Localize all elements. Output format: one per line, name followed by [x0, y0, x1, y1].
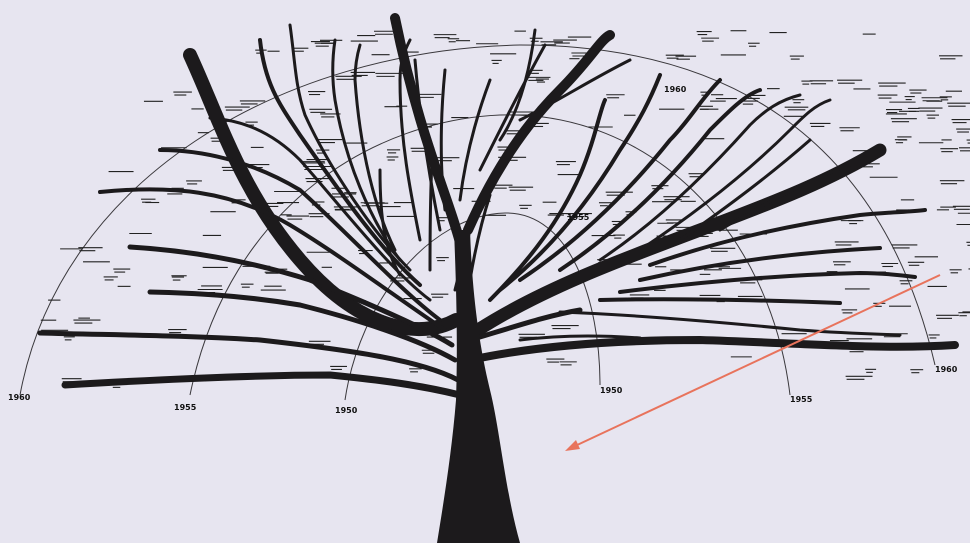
tree-branch-13	[258, 38, 422, 287]
tree-branch-27	[558, 88, 762, 272]
tree-branch-9	[127, 244, 455, 348]
tree-branch-4	[471, 143, 887, 337]
year-label-1955-top: 1955	[567, 213, 590, 222]
tree-branch-38	[518, 334, 642, 342]
ring-arc-1955	[189, 114, 791, 396]
annotation-arrow	[565, 274, 941, 451]
year-label-1955-left: 1955	[174, 403, 197, 412]
tree-branch-3	[463, 30, 615, 235]
tree-branch-31	[718, 163, 852, 232]
tree-branch-18	[413, 58, 442, 232]
tree-branch-34	[618, 270, 917, 294]
tree-branch-17	[398, 38, 422, 242]
tree-branches	[37, 13, 959, 399]
tree-trunk	[437, 230, 520, 543]
year-labels: 1960 1955 1950 1950 1955 1960 1955 1960	[8, 85, 958, 415]
tree-branch-40	[428, 158, 434, 272]
tree-branch-26	[518, 78, 722, 282]
tree-branch-39	[378, 168, 402, 277]
tree-branch-8	[147, 289, 458, 363]
year-label-1955-right: 1955	[790, 395, 813, 404]
tree-branch-14	[288, 23, 412, 272]
tree-branch-10	[98, 187, 447, 332]
tree-branch-37	[467, 307, 583, 343]
tree-branch-33	[638, 246, 882, 282]
tree-branch-1	[183, 48, 463, 337]
tree-branch-21	[478, 43, 547, 172]
tree-branch-30	[678, 138, 812, 242]
tree-branch-32	[648, 208, 927, 267]
year-label-1960-right: 1960	[935, 365, 958, 374]
year-label-1960-top: 1960	[664, 85, 687, 94]
tree-branch-19	[439, 68, 447, 212]
tree-branch-36	[558, 310, 902, 337]
tree-branch-5	[466, 335, 959, 364]
tree-branch-11	[158, 148, 442, 322]
tree-branch-23	[518, 58, 632, 122]
year-label-1960-left: 1960	[8, 393, 31, 402]
tree-branch-20	[458, 78, 492, 202]
tree-branch-6	[61, 371, 464, 399]
tree-branch-28	[598, 93, 802, 262]
tree-branch-22	[498, 28, 537, 142]
tree-branch-29	[638, 98, 832, 252]
tree-branch-35	[598, 297, 842, 305]
tree-branch-25	[498, 73, 662, 292]
ring-arc-1960	[19, 44, 936, 396]
year-label-1950-right: 1950	[600, 386, 623, 395]
tree-branch-7	[37, 330, 461, 383]
tree-branch-24	[488, 98, 607, 302]
branch-labels	[40, 30, 970, 388]
year-label-1950-left: 1950	[335, 406, 358, 415]
tree-branch-15	[331, 38, 402, 262]
